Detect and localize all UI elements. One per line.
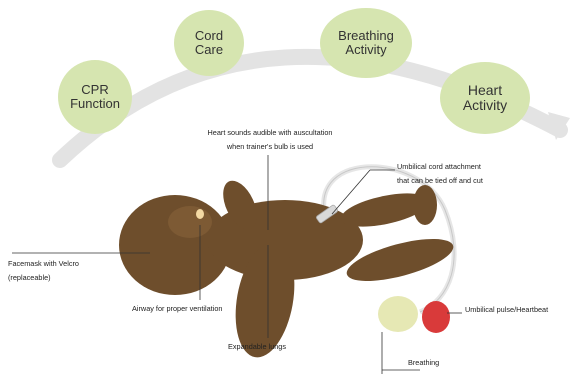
callout-facemask: Facemask with Velcro (replaceable) [8, 257, 79, 285]
manikin [119, 176, 457, 362]
bubble-cpr-function-label: CPR Function [70, 83, 120, 110]
callout-pulse: Umbilical pulse/Heartbeat [465, 303, 548, 317]
callout-heart-sounds: Heart sounds audible with auscultation w… [186, 126, 354, 154]
callout-breathing-bulb: Breathing [408, 356, 439, 370]
bubble-cpr-function: CPR Function [58, 60, 132, 134]
bubble-heart-activity: Heart Activity [440, 62, 530, 134]
airway-opening [196, 209, 204, 219]
bubble-breathing-activity-label: Breathing Activity [338, 29, 394, 56]
bubble-breathing-activity: Breathing Activity [320, 8, 412, 78]
callout-umbilical-attachment: Umbilical cord attachment that can be ti… [397, 160, 483, 188]
callout-airway: Airway for proper ventilation [132, 302, 222, 316]
breathing-bulb [378, 296, 418, 332]
callout-lungs: Expandable lungs [228, 340, 286, 354]
bubble-cord-care: Cord Care [174, 10, 244, 76]
manikin-foot [413, 185, 437, 225]
manikin-face-shade [168, 206, 212, 238]
pulse-bulb [422, 301, 450, 333]
bubble-heart-activity-label: Heart Activity [463, 83, 507, 112]
bubble-cord-care-label: Cord Care [195, 29, 223, 56]
